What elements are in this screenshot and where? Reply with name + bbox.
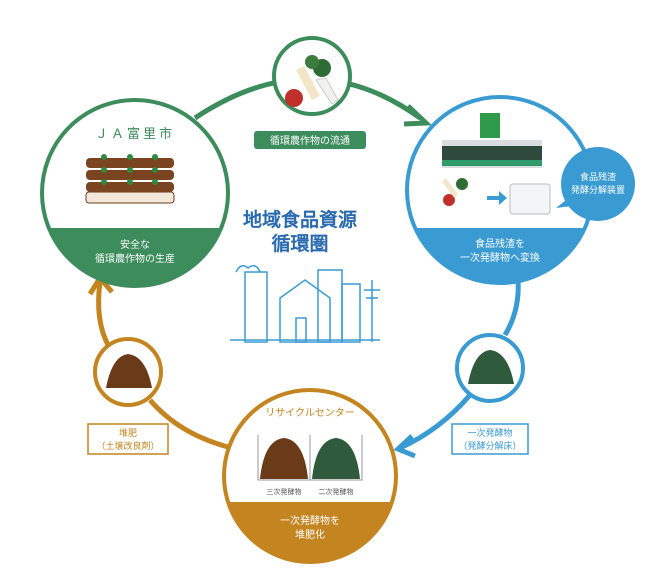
decomposer-device-icon [509, 183, 551, 215]
primary-to-recycle-arrow [393, 393, 472, 459]
brown-pile-icon [106, 354, 152, 388]
svg-text:発酵分解装置: 発酵分解装置 [571, 184, 625, 196]
vegetables-circle [272, 36, 352, 116]
distribution-label-box [254, 131, 366, 149]
farm-caption-2: 循環農作物の生産 [95, 252, 175, 265]
field-icon [85, 154, 175, 204]
device-bubble: 食品残渣 発酵分解装置 [556, 147, 635, 221]
recycle-caption-2: 堆肥化 [295, 528, 325, 541]
pile-left-label: 三次発酵物 [267, 487, 302, 496]
store-caption-1: 食品残渣を [475, 237, 525, 250]
second-fermentation-pile-icon [312, 438, 360, 479]
third-fermentation-pile-icon [260, 438, 308, 479]
supermarket-photo [442, 113, 542, 168]
farm-circle: ＪＡ富里市 安全な 循環農作物の生産 [40, 98, 230, 288]
store-caption-2: 一次発酵物へ変換 [460, 251, 540, 264]
compost-label-2: （土壌改良剤） [96, 440, 159, 452]
store-logo-icon [480, 113, 500, 138]
recycle-caption-1: 一次発酵物を [280, 514, 340, 527]
compost-circle [93, 337, 163, 407]
vegetables-icon [285, 55, 339, 107]
recycle-to-compost-arrow [148, 398, 233, 451]
vegetables-small-icon [442, 178, 468, 206]
compost-label-1: 堆肥 [119, 428, 137, 439]
primary-product-label-1: 一次発酵物 [467, 427, 512, 439]
arrow-right-icon [487, 191, 507, 205]
recycle-center-circle: リサイクルセンター 三次発酵物 二次発酵物 一次発酵物を 堆肥化 [222, 388, 398, 564]
primary-product-label-2: （発酵分解床） [458, 440, 521, 452]
green-pile-icon [468, 350, 514, 384]
primary-product-circle [455, 333, 525, 403]
recycle-center-name: リサイクルセンター [265, 407, 355, 419]
center-title-1: 地域食品資源 [243, 208, 357, 231]
svg-text:食品残渣: 食品残渣 [580, 171, 616, 183]
compost-to-farm-arrow [87, 273, 114, 347]
city-illustration [230, 265, 380, 343]
center-title-2: 循環圏 [271, 232, 328, 255]
store-to-primary-arrow [502, 279, 521, 337]
farm-caption-1: 安全な [120, 238, 150, 251]
distribution-label: 循環農作物の流通 [270, 134, 350, 147]
farm-name: ＪＡ富里市 [95, 126, 175, 142]
pile-right-label: 二次発酵物 [319, 487, 354, 496]
